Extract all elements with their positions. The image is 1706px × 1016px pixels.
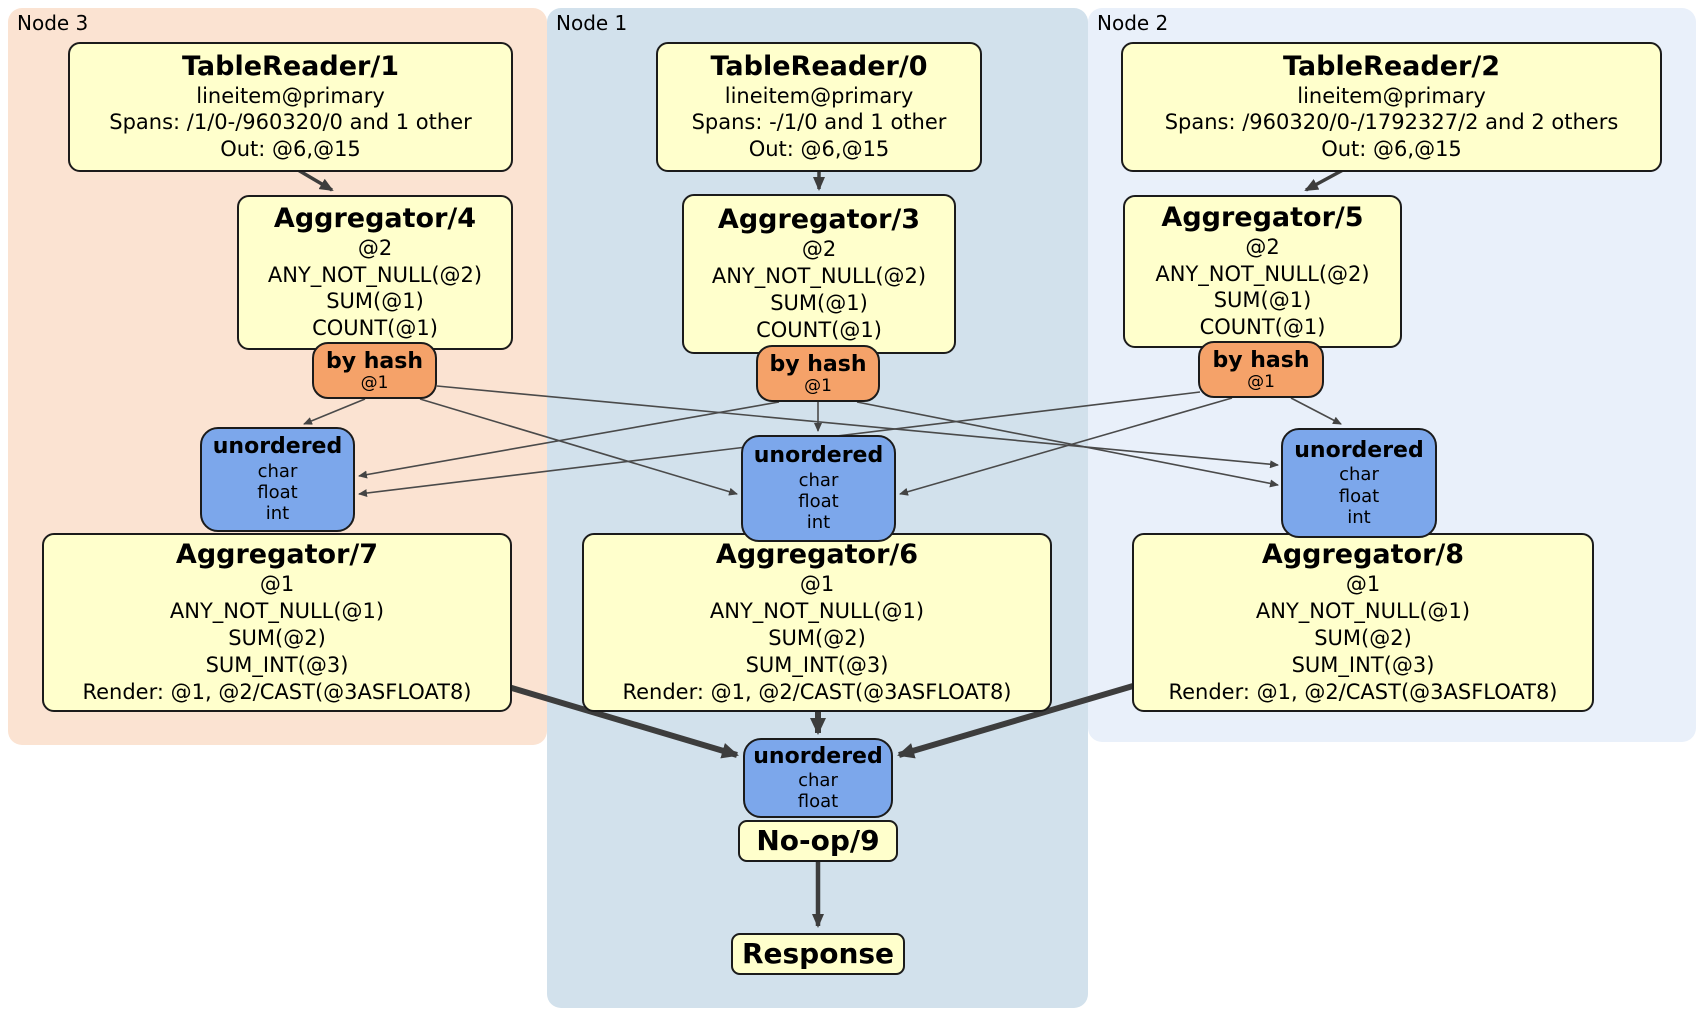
- box-line: char: [257, 460, 298, 482]
- box-line: @1: [1247, 371, 1275, 392]
- box-line: @2: [801, 237, 837, 262]
- noop-9-title: No-op/9: [756, 824, 880, 858]
- box-line: ANY_NOT_NULL(@1): [169, 599, 385, 624]
- box-line: SUM_INT(@3): [205, 652, 349, 677]
- hash-router-right-box: by hash @1: [1198, 341, 1324, 398]
- aggregator-7-title: Aggregator/7: [175, 539, 379, 571]
- box-line: float: [797, 791, 839, 813]
- tablereader-2-box: TableReader/2 lineitem@primary Spans: /9…: [1121, 42, 1662, 172]
- node2-label: Node 2: [1097, 11, 1169, 35]
- box-line: Out: @6,@15: [220, 137, 361, 162]
- hash-router-center-title: by hash: [769, 351, 867, 377]
- aggregator-3-box: Aggregator/3 @2 ANY_NOT_NULL(@2) SUM(@1)…: [682, 194, 956, 354]
- hash-router-left-title: by hash: [325, 348, 423, 374]
- unordered-sync-left-box: unordered char float int: [200, 427, 355, 532]
- box-line: @1: [360, 372, 389, 393]
- box-line: Spans: /960320/0-/1792327/2 and 2 others: [1164, 110, 1619, 135]
- box-line: SUM(@1): [770, 290, 868, 315]
- box-line: SUM_INT(@3): [745, 652, 889, 677]
- tablereader-1-box: TableReader/1 lineitem@primary Spans: /1…: [68, 42, 513, 172]
- noop-9-box: No-op/9: [738, 820, 898, 862]
- box-line: lineitem@primary: [724, 83, 914, 108]
- box-line: char: [1339, 464, 1379, 486]
- aggregator-7-box: Aggregator/7 @1 ANY_NOT_NULL(@1) SUM(@2)…: [42, 533, 512, 712]
- box-line: @1: [799, 572, 835, 597]
- box-line: SUM_INT(@3): [1291, 652, 1435, 677]
- hash-router-left-box: by hash @1: [312, 342, 437, 399]
- unordered-sync-center-box: unordered char float int: [741, 435, 896, 542]
- box-line: float: [798, 491, 839, 513]
- aggregator-8-title: Aggregator/8: [1261, 539, 1465, 571]
- aggregator-5-title: Aggregator/5: [1161, 201, 1364, 233]
- aggregator-4-box: Aggregator/4 @2 ANY_NOT_NULL(@2) SUM(@1)…: [237, 195, 513, 350]
- box-line: int: [806, 512, 831, 534]
- tablereader-0-title: TableReader/0: [710, 50, 928, 82]
- box-line: int: [265, 503, 290, 525]
- box-line: float: [257, 482, 298, 504]
- aggregator-8-box: Aggregator/8 @1 ANY_NOT_NULL(@1) SUM(@2)…: [1132, 533, 1594, 712]
- unordered-sync-left-title: unordered: [212, 434, 343, 460]
- tablereader-0-box: TableReader/0 lineitem@primary Spans: -/…: [656, 42, 982, 172]
- aggregator-4-title: Aggregator/4: [273, 202, 477, 234]
- unordered-sync-final-title: unordered: [753, 743, 883, 769]
- unordered-sync-center-title: unordered: [753, 443, 884, 469]
- box-line: ANY_NOT_NULL(@2): [711, 264, 927, 289]
- box-line: SUM(@2): [768, 625, 866, 650]
- box-line: COUNT(@1): [1199, 315, 1326, 340]
- box-line: char: [798, 769, 838, 791]
- response-title: Response: [741, 937, 895, 971]
- box-line: ANY_NOT_NULL(@2): [267, 262, 483, 287]
- box-line: lineitem@primary: [1297, 83, 1486, 108]
- aggregator-5-box: Aggregator/5 @2 ANY_NOT_NULL(@2) SUM(@1)…: [1123, 195, 1402, 348]
- box-line: SUM(@1): [326, 289, 424, 314]
- box-line: char: [798, 469, 839, 491]
- box-line: int: [1347, 506, 1371, 528]
- tablereader-2-title: TableReader/2: [1283, 50, 1500, 82]
- box-line: Spans: /1/0-/960320/0 and 1 other: [109, 110, 472, 135]
- box-line: @1: [804, 375, 832, 396]
- box-line: lineitem@primary: [196, 83, 385, 108]
- hash-router-center-box: by hash @1: [756, 345, 880, 402]
- box-line: float: [1338, 485, 1380, 507]
- box-line: @1: [1345, 572, 1381, 597]
- unordered-sync-right-title: unordered: [1294, 437, 1424, 463]
- box-line: @2: [1245, 234, 1280, 259]
- box-line: SUM(@2): [1314, 625, 1412, 650]
- hash-router-right-title: by hash: [1212, 347, 1310, 373]
- aggregator-6-title: Aggregator/6: [715, 539, 919, 571]
- box-line: ANY_NOT_NULL(@1): [1255, 599, 1471, 624]
- response-box: Response: [731, 933, 905, 975]
- node1-label: Node 1: [556, 11, 628, 35]
- box-line: COUNT(@1): [756, 317, 882, 342]
- aggregator-3-title: Aggregator/3: [717, 204, 921, 236]
- tablereader-1-title: TableReader/1: [182, 50, 399, 82]
- unordered-sync-right-box: unordered char float int: [1281, 428, 1437, 538]
- box-line: Out: @6,@15: [748, 137, 890, 162]
- box-line: SUM(@2): [228, 625, 326, 650]
- box-line: COUNT(@1): [312, 316, 438, 341]
- box-line: @2: [357, 235, 393, 260]
- box-line: SUM(@1): [1213, 288, 1312, 313]
- box-line: ANY_NOT_NULL(@2): [1155, 261, 1370, 286]
- box-line: Spans: -/1/0 and 1 other: [691, 110, 947, 135]
- aggregator-6-box: Aggregator/6 @1 ANY_NOT_NULL(@1) SUM(@2)…: [582, 533, 1052, 712]
- node3-label: Node 3: [17, 11, 89, 35]
- box-line: @1: [259, 572, 295, 597]
- box-line: ANY_NOT_NULL(@1): [709, 599, 925, 624]
- box-line: Out: @6,@15: [1321, 137, 1462, 162]
- unordered-sync-final-box: unordered char float: [743, 738, 893, 818]
- box-line: Render: @1, @2/CAST(@3ASFLOAT8): [622, 679, 1012, 704]
- box-line: Render: @1, @2/CAST(@3ASFLOAT8): [1168, 679, 1558, 704]
- box-line: Render: @1, @2/CAST(@3ASFLOAT8): [82, 679, 472, 704]
